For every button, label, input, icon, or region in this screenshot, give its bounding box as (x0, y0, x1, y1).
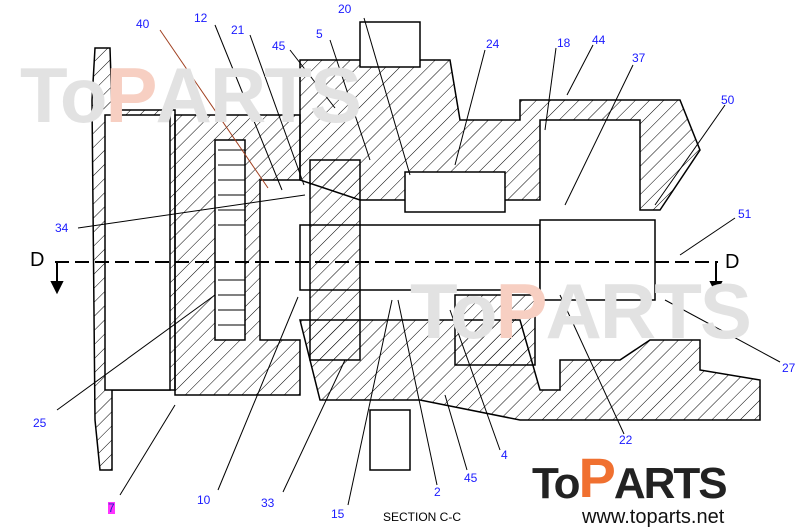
housing-outline (91, 21, 761, 471)
watermark-logo-top: ToPARTS (20, 51, 362, 139)
callout-27: 27 (782, 361, 796, 375)
callout-18: 18 (557, 36, 571, 50)
callout-50: 50 (721, 93, 735, 107)
callout-33: 33 (261, 496, 275, 510)
callout-20: 20 (338, 2, 352, 16)
callout-25: 25 (33, 416, 47, 430)
callout-45-top: 45 (272, 39, 286, 53)
logo-part-1: To (532, 459, 580, 508)
watermark-top-part-3: ARTS (155, 51, 362, 139)
callout-51: 51 (738, 207, 752, 221)
website-url: www.toparts.net (582, 506, 725, 528)
watermark-mid-part-3: ARTS (545, 267, 752, 355)
section-marker-right: D (725, 251, 740, 273)
watermark-mid-part-2: P (495, 267, 548, 355)
callout-7: 7 (108, 501, 115, 515)
watermark-mid-part-1: To (410, 267, 498, 355)
watermark-logo-mid: ToPARTS (410, 267, 752, 355)
section-title: SECTION C-C (383, 510, 461, 524)
callout-5: 5 (316, 27, 323, 41)
callout-40: 40 (136, 17, 150, 31)
watermark-top-part-1: To (20, 51, 108, 139)
leader-lines (56, 17, 781, 506)
logo-part-2: P (578, 446, 616, 509)
callout-2: 2 (434, 485, 441, 499)
callout-10: 10 (197, 493, 211, 507)
logo-part-3: ARTS (613, 459, 728, 508)
callout-37: 37 (632, 51, 646, 65)
toparts-logo: ToPARTS (532, 446, 728, 509)
callout-44: 44 (592, 33, 606, 47)
callout-21: 21 (231, 23, 245, 37)
gear-teeth (218, 149, 245, 326)
callout-22: 22 (619, 433, 633, 447)
callout-45-bottom: 45 (464, 471, 478, 485)
watermark-top-part-2: P (105, 51, 158, 139)
callout-4: 4 (501, 448, 508, 462)
callout-34: 34 (55, 221, 69, 235)
callout-15: 15 (331, 507, 345, 521)
callout-12: 12 (194, 11, 208, 25)
callout-24: 24 (486, 37, 500, 51)
section-marker-left: D (30, 249, 45, 271)
section-line (50, 261, 723, 295)
